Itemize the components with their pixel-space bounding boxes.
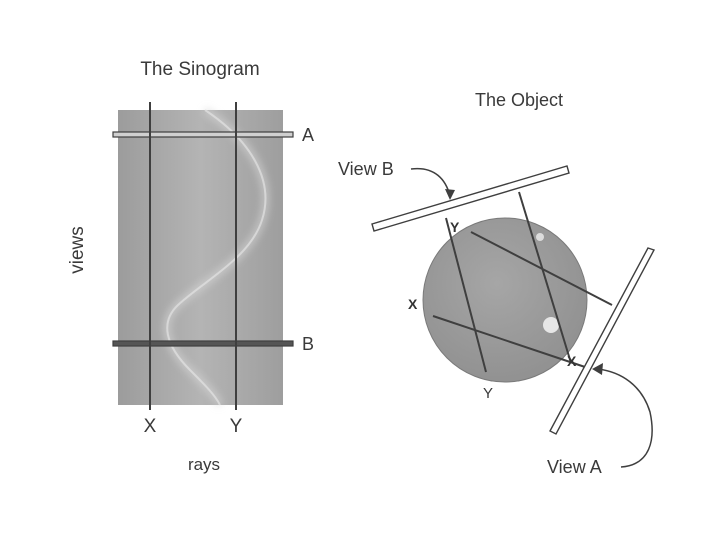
object-label-x-left: X: [408, 296, 418, 312]
object-disk: [422, 217, 588, 383]
object-bright-spot-large: [543, 317, 559, 333]
sinogram-image: [118, 110, 283, 405]
view-label-a: A: [302, 125, 314, 145]
view-b-arrowhead: [445, 189, 455, 200]
view-a-arrowhead: [592, 363, 603, 375]
sinogram-panel: The Sinogram views A B X Y rays: [67, 59, 314, 474]
object-panel: The Object Y X X Y View B View A: [338, 90, 656, 477]
views-axis-label: views: [67, 226, 88, 274]
object-label-x-right: X: [567, 353, 577, 369]
view-a-label: View A: [547, 457, 602, 477]
view-a-callout-line: [597, 368, 653, 468]
projection-ray-x-view-b: [518, 191, 572, 364]
detector-view-a: [549, 247, 656, 435]
detector-view-b: [371, 165, 570, 232]
view-b-callout-line: [410, 167, 451, 197]
view-line-a: [112, 131, 294, 138]
projection-ray-x-view-a: [432, 315, 592, 370]
ray-label-x: X: [144, 416, 157, 437]
object-label-y-top: Y: [450, 219, 460, 235]
object-label-y-bottom: Y: [483, 385, 493, 402]
ray-label-y: Y: [230, 416, 243, 437]
view-line-b: [112, 340, 294, 347]
rays-axis-label: rays: [188, 455, 220, 474]
sinusoid-trace-core: [166, 109, 267, 406]
object-title: The Object: [475, 90, 563, 110]
view-label-b: B: [302, 334, 314, 354]
projection-ray-y-view-b: [445, 217, 487, 373]
object-bright-spot-small: [536, 233, 544, 241]
sinogram-title: The Sinogram: [140, 59, 259, 80]
view-b-label: View B: [338, 159, 394, 179]
